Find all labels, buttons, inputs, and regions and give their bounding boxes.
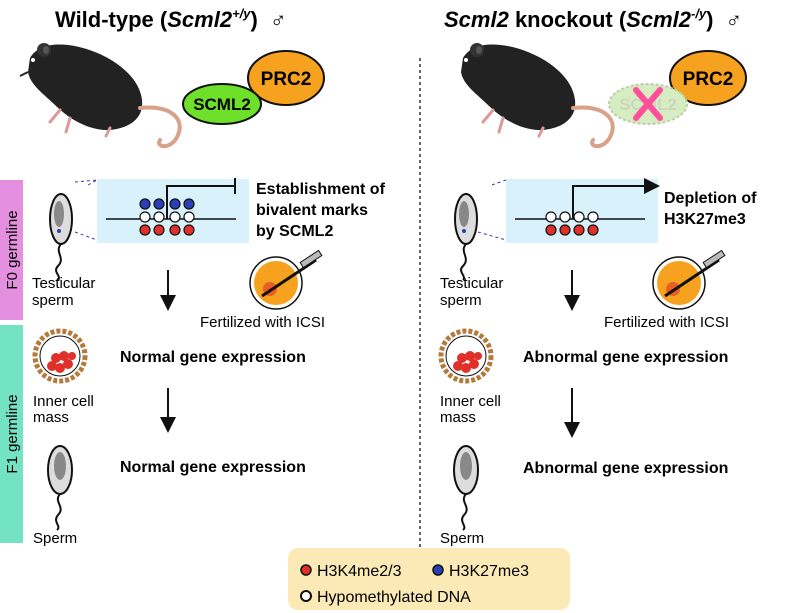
mouse-icon — [19, 43, 182, 149]
wt-icsi-label: Fertilized with ICSI — [200, 314, 325, 331]
ko-expr2: Abnormal gene expression — [523, 460, 728, 477]
wt-icm-label: Inner cell mass — [33, 393, 98, 426]
ko-icm-label: Inner cell mass — [440, 393, 505, 426]
legend-red-marker — [300, 564, 312, 576]
ko-marks-text: Depletion of H3K27me3 — [664, 190, 761, 228]
inner-cell-mass-icon — [438, 328, 494, 384]
legend-blue-marker — [432, 564, 444, 576]
wt-title: Wild-type (Scml2+/y) ♂ — [55, 6, 286, 32]
wt-sperm-label: Testicular sperm — [32, 275, 100, 309]
legend-h3k4: H3K4me2/3 — [317, 563, 402, 580]
wt-expr2: Normal gene expression — [120, 459, 306, 476]
f1-band — [0, 325, 23, 543]
ko-sperm2: Sperm — [440, 530, 484, 547]
ko-title: Scml2 knockout (Scml2-/y) ♂ — [444, 6, 742, 32]
icsi-egg-icon — [249, 249, 323, 310]
sperm-icon — [49, 193, 73, 281]
legend-h3k27: H3K27me3 — [449, 563, 529, 580]
legend-hypo: Hypomethylated DNA — [317, 589, 471, 606]
icsi-egg-icon — [652, 249, 726, 310]
ko-expr1: Abnormal gene expression — [523, 349, 728, 366]
scml2-oval: SCML2 — [182, 83, 262, 125]
wt-sperm2: Sperm — [33, 530, 77, 547]
scml2-oval-deleted: SCML2 — [608, 83, 688, 125]
ko-icsi-label: Fertilized with ICSI — [604, 314, 729, 331]
wt-marks-text: Establishment of bivalent marks by SCML2 — [256, 181, 389, 240]
nucleosome-marks — [139, 198, 195, 236]
inner-cell-mass-icon — [32, 328, 88, 384]
svg-text:SCML2: SCML2 — [193, 95, 251, 114]
sperm-icon — [453, 445, 479, 531]
nucleosome-marks — [545, 211, 599, 236]
f1-label: F1 germline — [4, 394, 21, 473]
legend-white-marker — [300, 590, 312, 602]
prc2-oval: PRC2 — [669, 50, 747, 106]
svg-text:PRC2: PRC2 — [261, 69, 312, 90]
svg-text:PRC2: PRC2 — [683, 69, 734, 90]
male-symbol: ♂ — [726, 7, 743, 32]
repression-bar — [166, 185, 235, 219]
legend: H3K4me2/3 H3K27me3 Hypomethylated DNA — [288, 548, 570, 610]
prc2-oval: PRC2 — [247, 50, 325, 106]
f0-label: F0 germline — [4, 210, 21, 289]
sperm-icon — [47, 445, 73, 531]
cross-icon — [633, 87, 663, 121]
f0-band — [0, 180, 23, 320]
activation-arrow — [572, 178, 660, 219]
ko-sperm-label: Testicular sperm — [440, 275, 508, 309]
wt-expr1: Normal gene expression — [120, 349, 306, 366]
sperm-icon — [454, 193, 478, 281]
mouse-icon — [461, 43, 615, 149]
male-symbol: ♂ — [270, 7, 287, 32]
